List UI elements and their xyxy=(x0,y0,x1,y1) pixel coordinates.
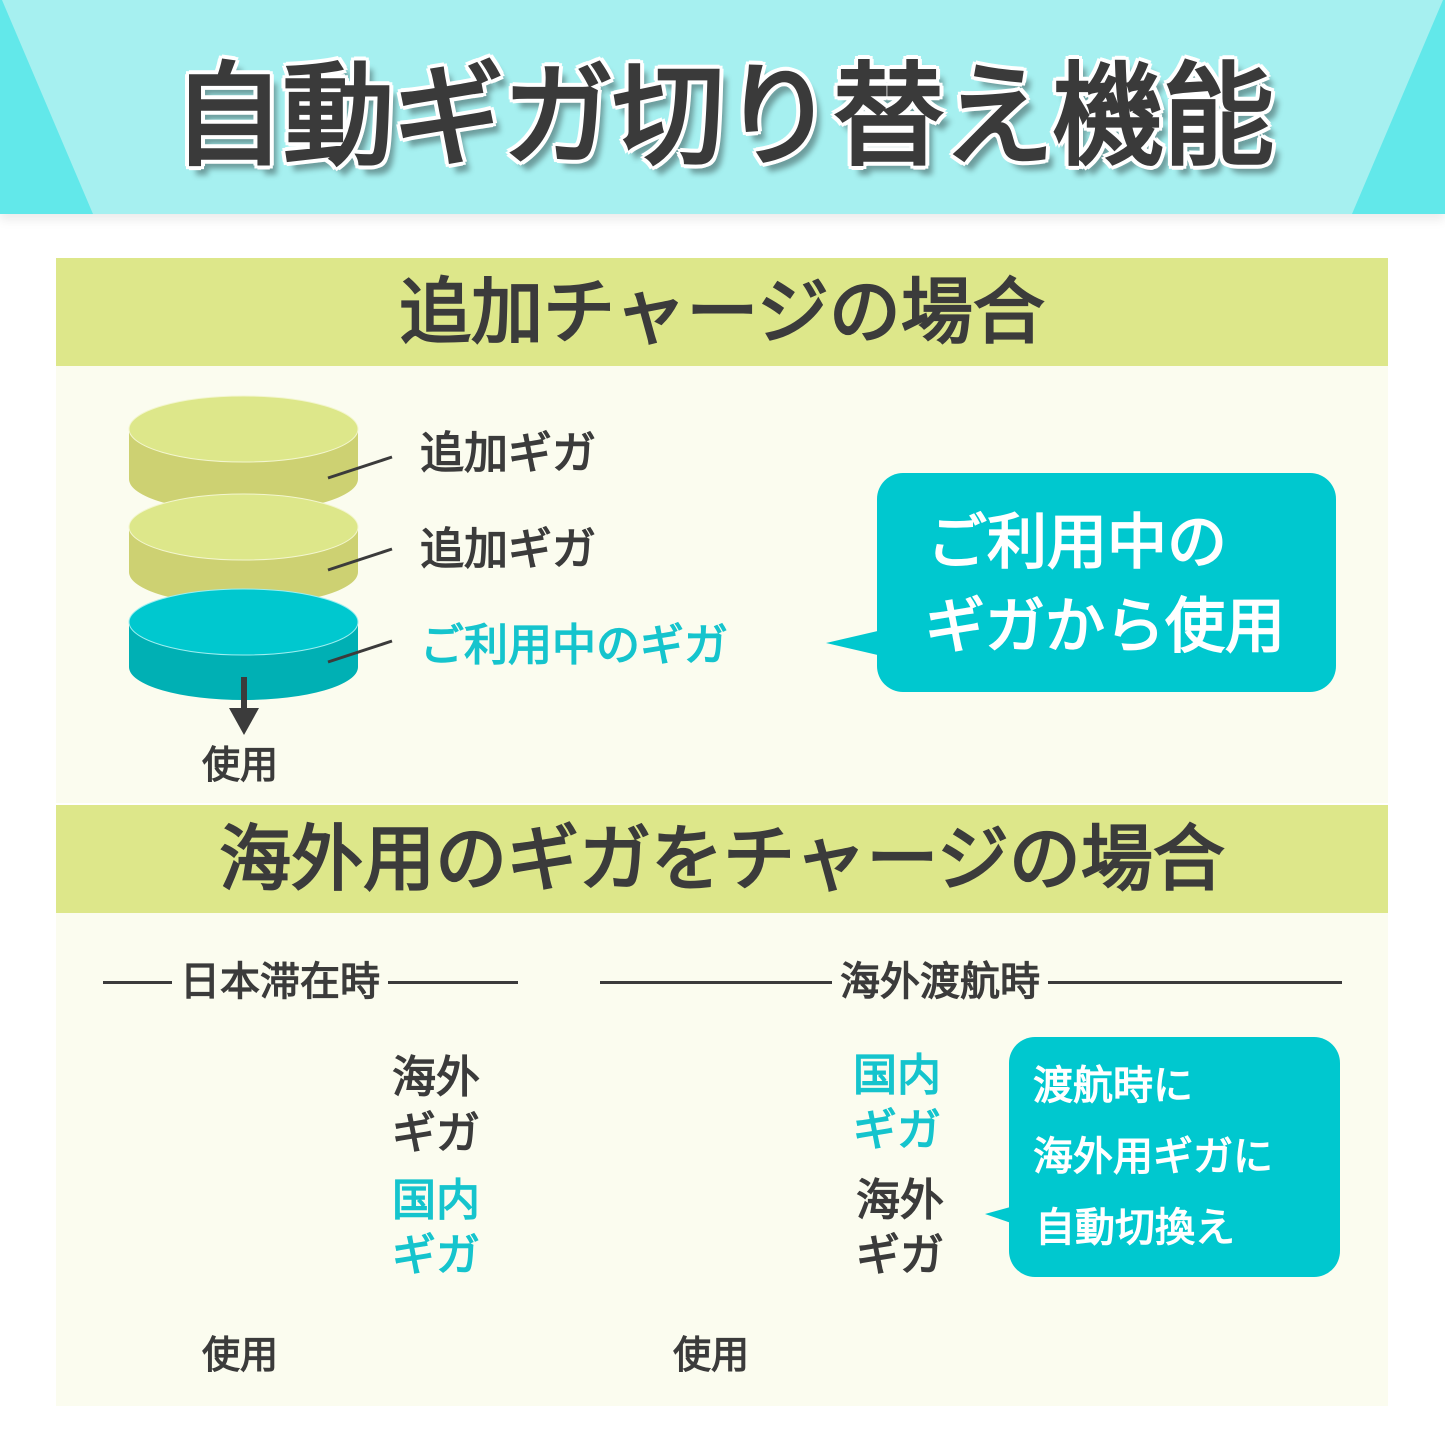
label-abroad-domestic-line2: ギガ xyxy=(853,1105,941,1156)
label-abroad-overseas-line1: 海外 xyxy=(856,1175,944,1226)
disk-current-giga xyxy=(128,588,359,700)
label-abroad-overseas-line2: ギガ xyxy=(856,1230,944,1281)
section-heading-additional-charge: 追加チャージの場合 xyxy=(56,258,1388,366)
subheading-japan-stay: 日本滞在時 xyxy=(172,957,388,1007)
disk-additional-giga-2 xyxy=(128,493,359,605)
header-banner xyxy=(0,0,1445,214)
bubble-tail xyxy=(985,1206,1014,1224)
speech-bubble-current-giga: ご利用中の ギガから使用 xyxy=(877,473,1336,692)
bubble-line-2: ギガから使用 xyxy=(925,592,1285,662)
label-japan-overseas-line1: 海外 xyxy=(392,1052,480,1103)
section-heading-overseas-charge: 海外用のギガをチャージの場合 xyxy=(56,805,1388,913)
label-japan-domestic-line1: 国内 xyxy=(392,1175,480,1226)
label-current-giga: ご利用中のギガ xyxy=(420,620,728,671)
speech-bubble-auto-switch: 渡航時に 海外用ギガに 自動切換え xyxy=(1009,1037,1340,1277)
use-label-abroad: 使用 xyxy=(673,1333,750,1377)
use-label-japan: 使用 xyxy=(202,1333,279,1377)
page-title: 自動ギガ切り替え機能 xyxy=(172,52,1275,182)
banner-side-decoration xyxy=(0,0,1445,214)
bubble-line-1: 渡航時に xyxy=(1033,1063,1193,1109)
bubble-line-3: 自動切換え xyxy=(1035,1205,1235,1251)
down-arrow-icon xyxy=(229,677,259,735)
use-label: 使用 xyxy=(202,743,279,787)
bubble-line-2: 海外用ギガに xyxy=(1033,1134,1273,1180)
label-japan-domestic-line2: ギガ xyxy=(392,1230,480,1281)
label-additional-giga-2: 追加ギガ xyxy=(420,524,596,575)
label-additional-giga-1: 追加ギガ xyxy=(420,428,596,479)
label-abroad-domestic-line1: 国内 xyxy=(853,1050,941,1101)
subheading-abroad-travel: 海外渡航時 xyxy=(832,957,1048,1007)
bubble-line-1: ご利用中の xyxy=(927,508,1227,578)
disk-additional-giga-1 xyxy=(128,395,359,512)
bubble-tail xyxy=(826,630,882,656)
label-japan-overseas-line2: ギガ xyxy=(392,1108,480,1159)
